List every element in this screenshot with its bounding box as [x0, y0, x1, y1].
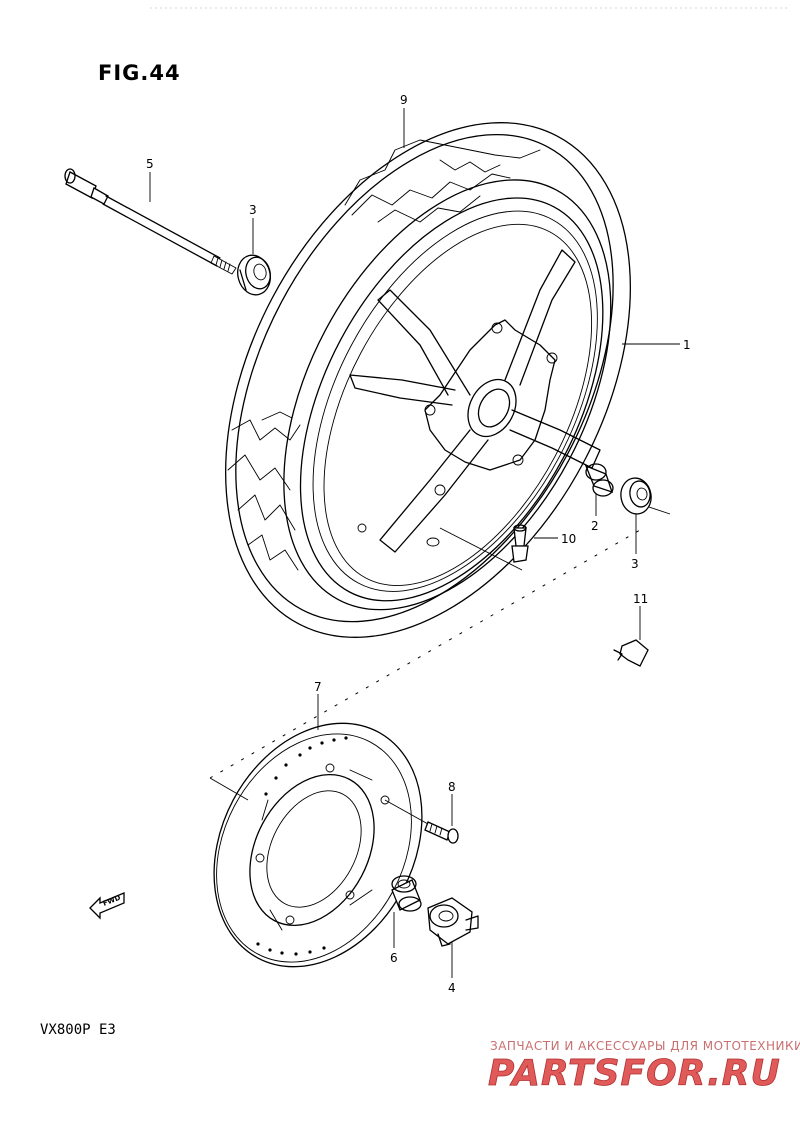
callout-7: 7 [314, 680, 322, 694]
watermark-brand: PARTSFOR.RU [488, 1053, 781, 1094]
callout-leaders [149, 108, 680, 978]
tire-tread-left [227, 411, 301, 571]
callout-6: 6 [390, 951, 398, 965]
wheel-spokes [349, 249, 601, 553]
callout-11: 11 [633, 592, 648, 606]
wheel-assembly [225, 122, 631, 638]
figure-title: FIG.44 [98, 61, 181, 85]
bearing-upper [237, 254, 271, 296]
callout-8: 8 [448, 780, 456, 794]
callout-2: 2 [591, 519, 599, 533]
valve-part [511, 524, 529, 563]
tire-inner-edge [235, 133, 614, 623]
tire-tread-top [344, 139, 541, 223]
axle-centerline [209, 529, 641, 779]
rim-inner [312, 210, 598, 592]
rim-well [323, 223, 593, 586]
rim-lip [299, 197, 604, 602]
callout-3-upper: 3 [249, 203, 257, 217]
disc-bolt-part [424, 821, 459, 844]
wheel-hub [424, 319, 558, 496]
callout-9: 9 [400, 93, 408, 107]
rim-outer [283, 179, 612, 611]
callout-10: 10 [561, 532, 576, 546]
callout-5: 5 [146, 157, 154, 171]
axle-part [64, 168, 237, 275]
assembly-bracket-left [209, 777, 249, 801]
model-code: VX800P E3 [40, 1022, 116, 1038]
watermark-tagline: ЗАПЧАСТИ И АКСЕССУАРЫ ДЛЯ МОТОТЕХНИКИ [490, 1039, 800, 1053]
bearing-lower [620, 477, 652, 515]
valve-hole [426, 537, 440, 547]
disc-drilled-holes [256, 736, 348, 956]
forward-direction-arrow: FWD [89, 892, 125, 920]
collar-part [391, 875, 422, 912]
tire-outer [225, 122, 631, 638]
callout-4: 4 [448, 981, 456, 995]
balance-weight-part [613, 639, 649, 667]
rim-hole [357, 523, 367, 533]
speedometer-gearbox-part [427, 897, 479, 947]
bolt-leader [384, 799, 429, 825]
callout-1: 1 [683, 338, 691, 352]
brake-disc-part [213, 722, 423, 968]
spacer-part [584, 463, 614, 497]
callout-3-lower: 3 [631, 557, 639, 571]
valve-leader [439, 527, 523, 571]
